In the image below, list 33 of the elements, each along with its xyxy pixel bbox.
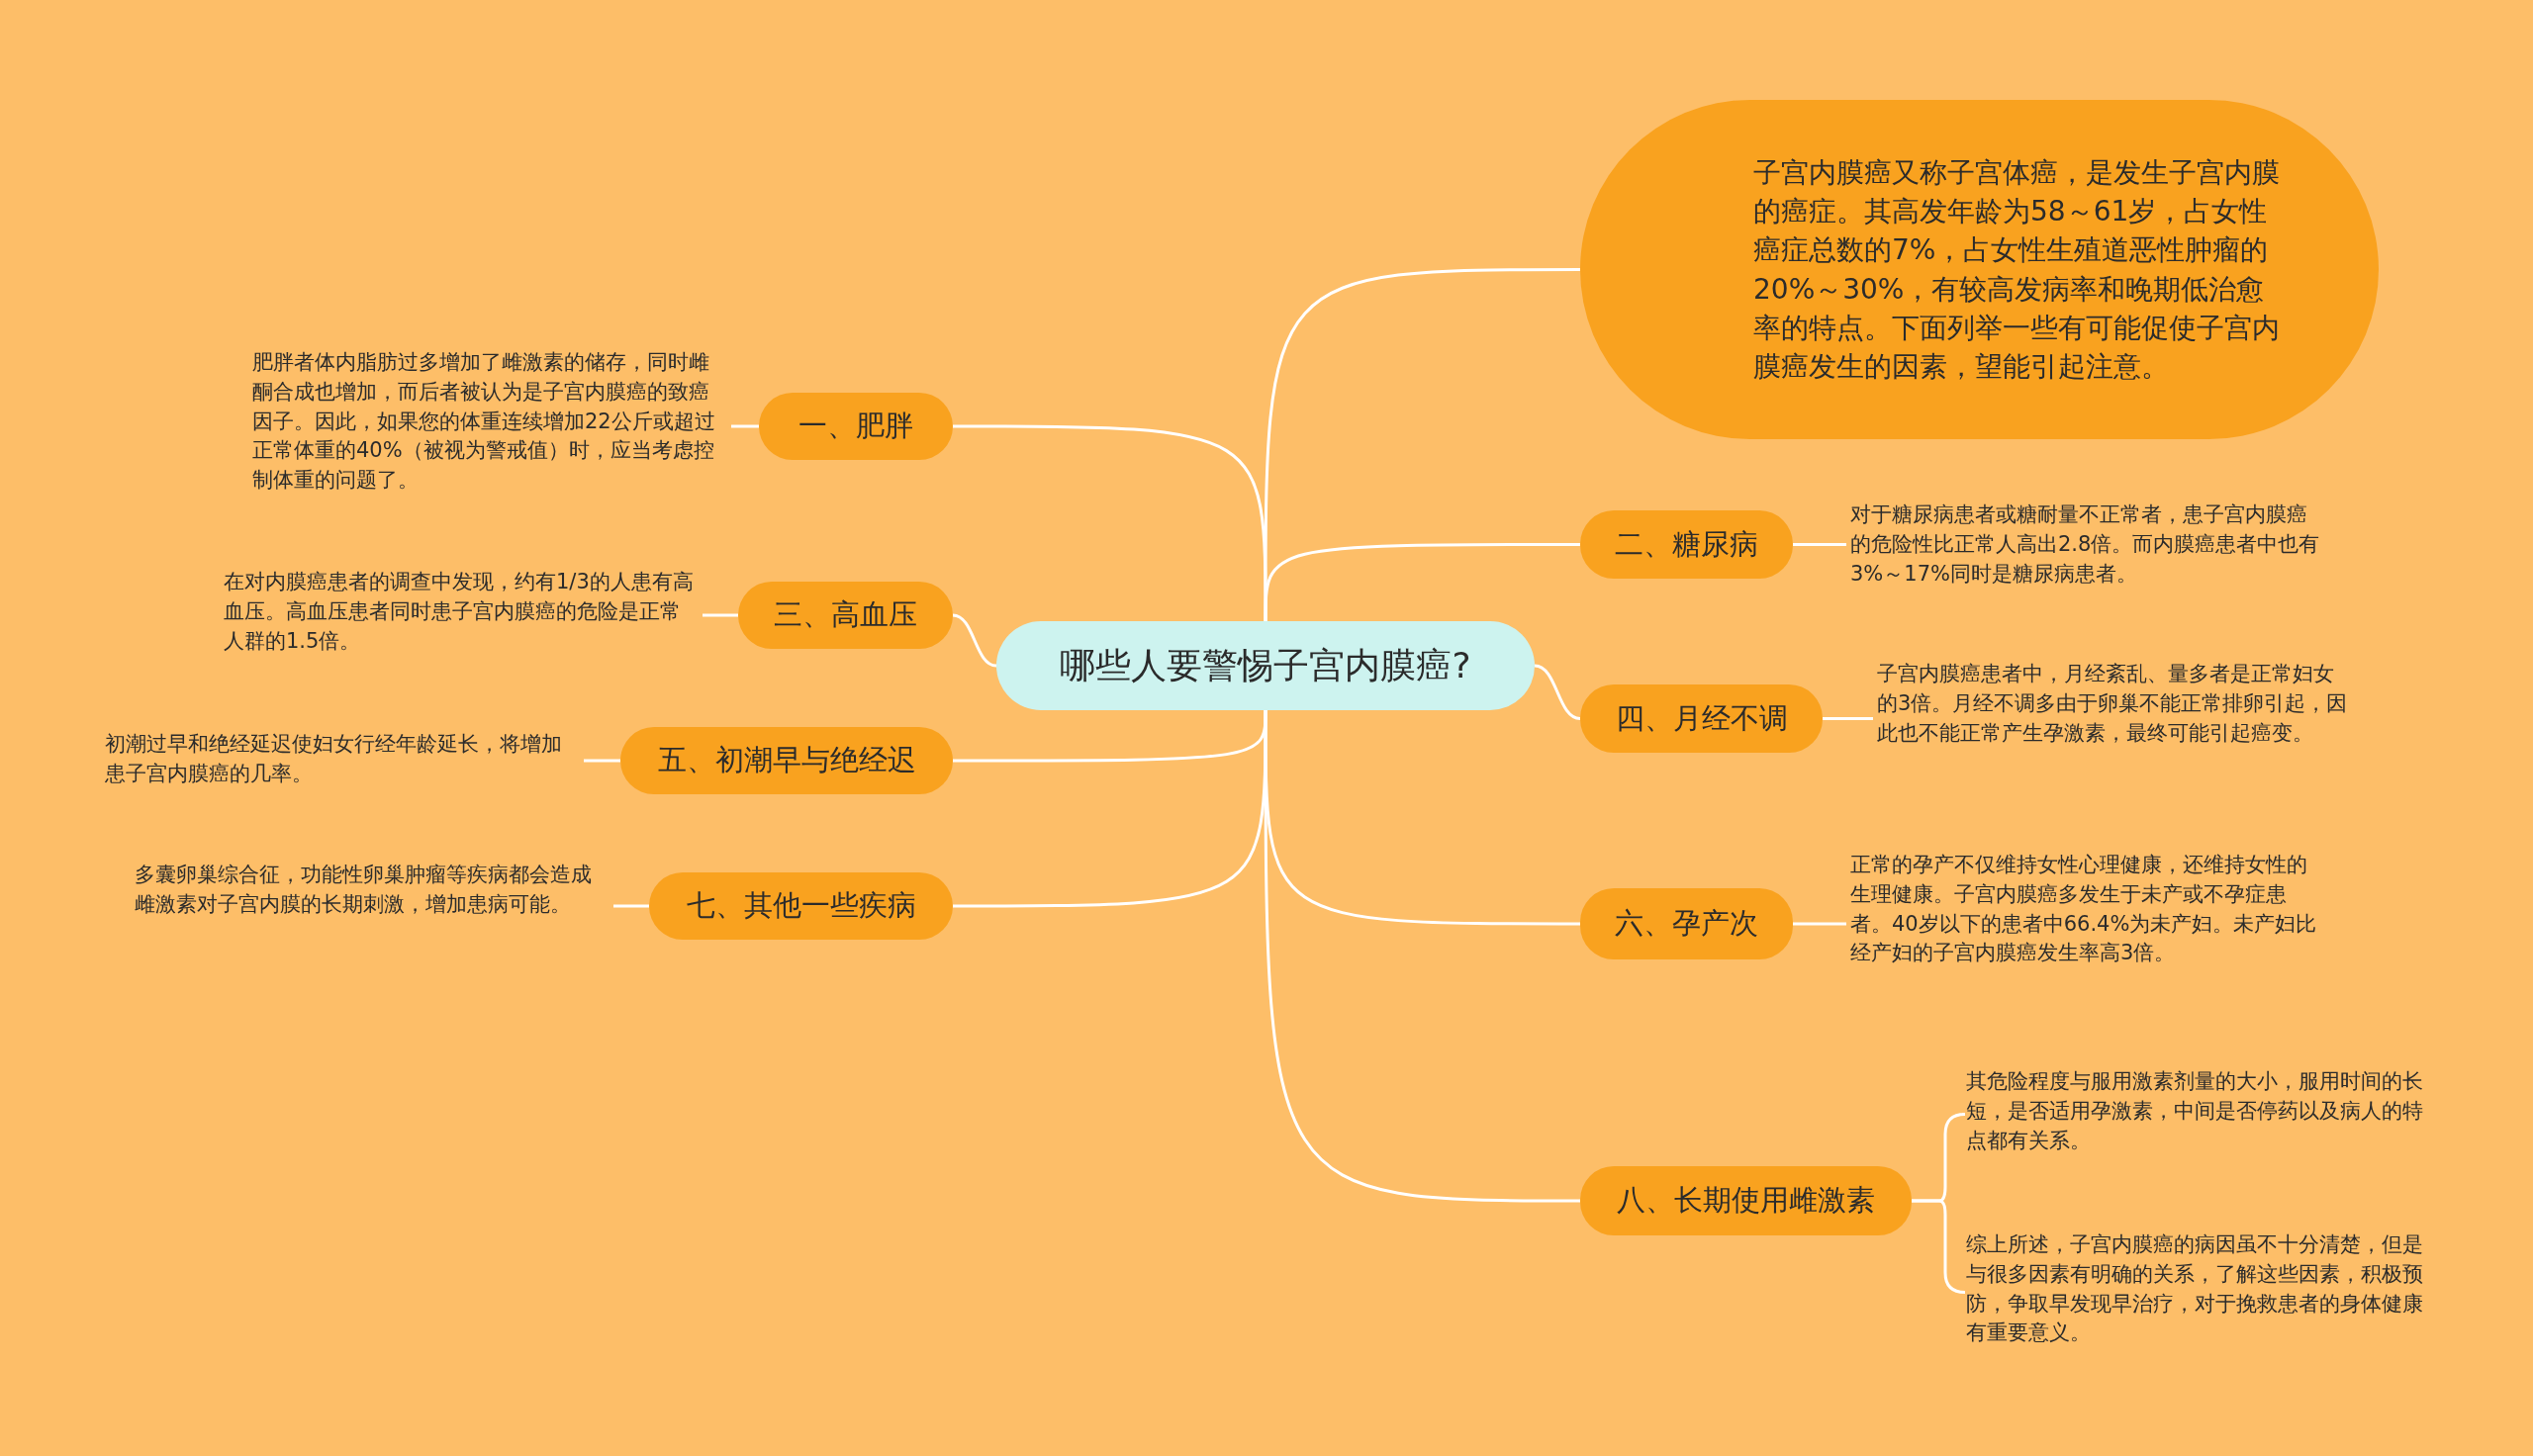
description-text: 对于糖尿病患者或糖耐量不正常者，患子宫内膜癌的危险性比正常人高出2.8倍。而内膜癌患者中也有3%～17%同时是糖尿病患者。 (1850, 500, 2325, 590)
connector-line (1264, 268, 1580, 621)
connector-line (1264, 543, 1580, 621)
connector-line (613, 904, 649, 908)
connector-line (953, 710, 1267, 908)
intro-bubble: 子宫内膜癌又称子宫体癌，是发生子宫内膜的癌症。其高发年龄为58～61岁，占女性癌症总数的7%，占女性生殖道恶性肿瘤的20%～30%，有较高发病率和晚期低治愈率的特点。下面列举一些有可能促使子宫内膜癌发生的因素，望能引起注意。 (1580, 100, 2379, 439)
description-text: 子宫内膜癌患者中，月经紊乱、量多者是正常妇女的3倍。月经不调多由于卵巢不能正常排卵引起，因此也不能正常产生孕激素，最终可能引起癌变。 (1877, 660, 2352, 749)
description-text: 在对内膜癌患者的调查中发现，约有1/3的人患有高血压。高血压患者同时患子宫内膜癌的危险是正常人群的1.5倍。 (224, 568, 699, 657)
topic-pill: 六、孕产次 (1580, 888, 1793, 959)
description-text: 其危险程度与服用激素剂量的大小，服用时间的长短，是否适用孕激素，中间是否停药以及病人的特点都有关系。 (1966, 1067, 2441, 1156)
description-text: 肥胖者体内脂肪过多增加了雌激素的储存，同时雌酮合成也增加，而后者被认为是子宫内膜癌的致癌因子。因此，如果您的体重连续增加22公斤或超过正常体重的40%（被视为警戒值）时，应当考虑控制体重的问题了。 (252, 348, 727, 497)
connector-line (731, 424, 759, 428)
description-text: 多囊卵巢综合征，功能性卵巢肿瘤等疾病都会造成雌激素对子宫内膜的长期刺激，增加患病可能。 (135, 861, 610, 920)
connector-line (953, 424, 1267, 621)
central-topic-pill: 哪些人要警惕子宫内膜癌? (996, 621, 1535, 710)
description-text: 正常的孕产不仅维持女性心理健康，还维持女性的生理健康。子宫内膜癌多发生于未产或不孕症患者。40岁以下的患者中66.4%为未产妇。未产妇比经产妇的子宫内膜癌发生率高3倍。 (1850, 851, 2325, 969)
topic-pill: 一、肥胖 (759, 393, 953, 460)
connector-line (1264, 710, 1580, 1203)
connector-line (1793, 922, 1846, 926)
connector-line (703, 613, 738, 617)
topic-pill: 二、糖尿病 (1580, 510, 1793, 579)
connector-line (1534, 664, 1581, 720)
topic-pill: 五、初潮早与绝经迟 (620, 727, 953, 794)
topic-pill: 四、月经不调 (1580, 684, 1823, 753)
connector-line (952, 613, 997, 668)
topic-pill: 八、长期使用雌激素 (1580, 1166, 1912, 1235)
connector-line (1823, 717, 1873, 720)
topic-pill: 七、其他一些疾病 (649, 872, 953, 940)
description-text: 综上所述，子宫内膜癌的病因虽不十分清楚，但是与很多因素有明确的关系，了解这些因素，积极预防，争取早发现早治疗，对于挽救患者的身体健康有重要意义。 (1966, 1230, 2441, 1349)
description-text: 初潮过早和绝经延迟使妇女行经年龄延长，将增加患子宫内膜癌的几率。 (105, 730, 580, 789)
topic-pill: 三、高血压 (738, 582, 953, 649)
connector-line (1793, 543, 1846, 546)
connector-line (584, 759, 620, 763)
